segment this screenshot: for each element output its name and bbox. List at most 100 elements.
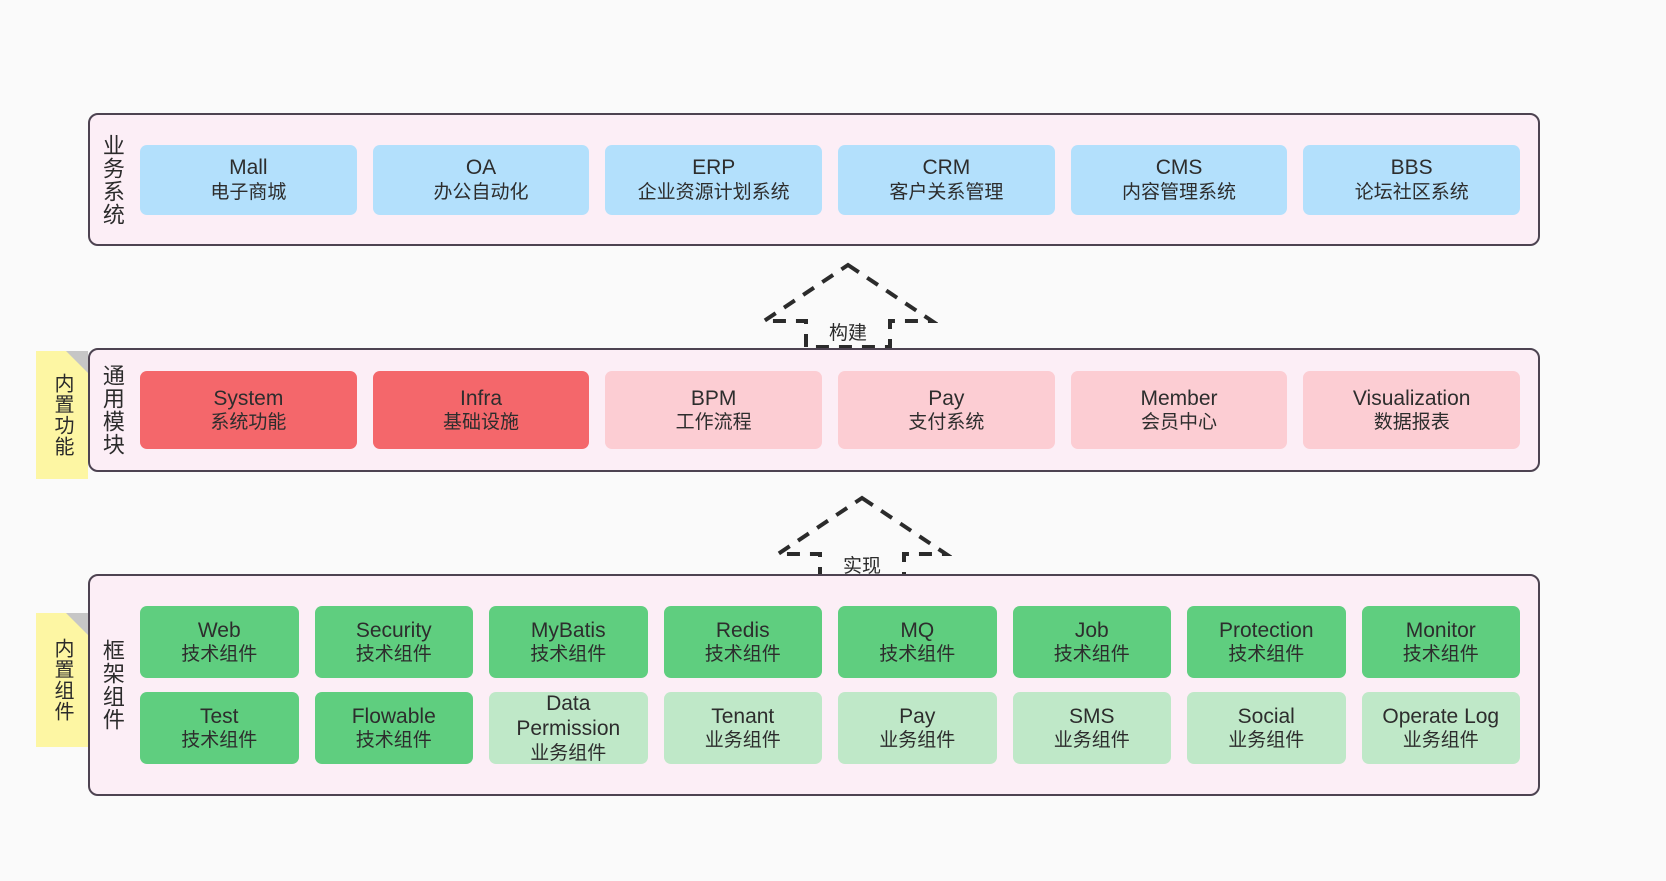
node-title: MQ bbox=[900, 618, 935, 642]
row: Web 技术组件 Security 技术组件 MyBatis 技术组件 Redi… bbox=[140, 606, 1520, 678]
node-operate-log[interactable]: Operate Log 业务组件 bbox=[1361, 692, 1520, 764]
layer-label-framework-components: 框架组件 bbox=[99, 639, 125, 731]
node-title: BPM bbox=[690, 386, 737, 410]
node-web[interactable]: Web 技术组件 bbox=[140, 606, 299, 678]
node-subtitle: 技术组件 bbox=[1228, 644, 1305, 666]
node-monitor[interactable]: Monitor 技术组件 bbox=[1361, 606, 1520, 678]
connector-label: 实现 bbox=[842, 556, 881, 577]
node-title: Infra bbox=[459, 386, 503, 410]
node-cms[interactable]: CMS 内容管理系统 bbox=[1070, 144, 1288, 215]
node-title: Test bbox=[199, 704, 239, 728]
node-infra[interactable]: Infra 基础设施 bbox=[372, 371, 590, 449]
node-bbs[interactable]: BBS 论坛社区系统 bbox=[1303, 144, 1521, 215]
node-title: Visualization bbox=[1352, 386, 1471, 410]
sticky-note-builtin-features: 内置功能 bbox=[36, 351, 88, 479]
row: System 系统功能 Infra 基础设施 BPM 工作流程 Pay 支付系统… bbox=[140, 371, 1521, 449]
node-bpm[interactable]: BPM 工作流程 bbox=[605, 371, 823, 449]
layer-business-systems: 业务系统 Mall 电子商城 OA 办公自动化 ERP 企业资源计划系统 CRM… bbox=[88, 113, 1540, 246]
node-subtitle: 业务组件 bbox=[1402, 730, 1479, 752]
node-title: System bbox=[213, 386, 284, 410]
node-oa[interactable]: OA 办公自动化 bbox=[372, 144, 590, 215]
node-subtitle: 业务组件 bbox=[879, 730, 956, 752]
node-data-permission[interactable]: Data Permission 业务组件 bbox=[489, 692, 648, 764]
node-redis[interactable]: Redis 技术组件 bbox=[663, 606, 822, 678]
node-mall[interactable]: Mall 电子商城 bbox=[140, 144, 357, 215]
layer-body-common-modules: System 系统功能 Infra 基础设施 BPM 工作流程 Pay 支付系统… bbox=[134, 350, 1538, 470]
node-title: Flowable bbox=[351, 704, 436, 728]
layer-body-framework-components: Web 技术组件 Security 技术组件 MyBatis 技术组件 Redi… bbox=[134, 576, 1538, 794]
node-mybatis[interactable]: MyBatis 技术组件 bbox=[489, 606, 648, 678]
layer-label-business-systems: 业务系统 bbox=[99, 133, 125, 226]
layer-framework-components: 框架组件 Web 技术组件 Security 技术组件 MyBatis 技术组件… bbox=[88, 574, 1540, 796]
node-subtitle: 工作流程 bbox=[675, 412, 752, 434]
node-title: Redis bbox=[715, 618, 770, 642]
node-title: Data Permission bbox=[516, 691, 621, 741]
node-security[interactable]: Security 技术组件 bbox=[314, 606, 473, 678]
node-title: BBS bbox=[1390, 156, 1433, 180]
layer-body-business-systems: Mall 电子商城 OA 办公自动化 ERP 企业资源计划系统 CRM 客户关系… bbox=[134, 115, 1538, 244]
node-title: Job bbox=[1074, 618, 1109, 642]
node-title: Web bbox=[197, 618, 241, 642]
node-pay-component[interactable]: Pay 业务组件 bbox=[838, 692, 997, 764]
node-visualization[interactable]: Visualization 数据报表 bbox=[1303, 371, 1521, 449]
connector-label: 构建 bbox=[828, 323, 867, 344]
node-subtitle: 技术组件 bbox=[704, 644, 781, 666]
node-title: MyBatis bbox=[530, 618, 606, 642]
node-job[interactable]: Job 技术组件 bbox=[1012, 606, 1171, 678]
node-title: Monitor bbox=[1405, 618, 1476, 642]
node-subtitle: 系统功能 bbox=[210, 412, 287, 434]
node-title: CRM bbox=[922, 156, 971, 180]
node-title: Pay bbox=[899, 704, 936, 728]
node-title: CMS bbox=[1155, 156, 1203, 180]
node-pay[interactable]: Pay 支付系统 bbox=[838, 371, 1055, 449]
sticky-note-builtin-components: 内置组件 bbox=[36, 613, 88, 747]
node-subtitle: 业务组件 bbox=[1053, 730, 1130, 752]
sticky-note-text: 内置组件 bbox=[51, 638, 73, 722]
node-crm[interactable]: CRM 客户关系管理 bbox=[838, 144, 1055, 215]
node-subtitle: 会员中心 bbox=[1141, 412, 1218, 434]
node-title: OA bbox=[465, 156, 497, 180]
node-erp[interactable]: ERP 企业资源计划系统 bbox=[605, 144, 823, 215]
node-sms[interactable]: SMS 业务组件 bbox=[1012, 692, 1171, 764]
node-system[interactable]: System 系统功能 bbox=[140, 371, 357, 449]
row: Test 技术组件 Flowable 技术组件 Data Permission … bbox=[140, 692, 1520, 764]
node-subtitle: 技术组件 bbox=[181, 730, 258, 752]
page-fold-icon bbox=[66, 351, 88, 373]
node-subtitle: 技术组件 bbox=[530, 644, 607, 666]
node-subtitle: 支付系统 bbox=[908, 412, 985, 434]
node-subtitle: 业务组件 bbox=[704, 730, 781, 752]
node-subtitle: 内容管理系统 bbox=[1122, 181, 1237, 203]
node-title: Member bbox=[1140, 386, 1218, 410]
node-subtitle: 电子商城 bbox=[210, 181, 287, 203]
node-subtitle: 技术组件 bbox=[181, 644, 258, 666]
node-tenant[interactable]: Tenant 业务组件 bbox=[663, 692, 822, 764]
node-title: Security bbox=[355, 618, 432, 642]
node-subtitle: 论坛社区系统 bbox=[1354, 181, 1469, 203]
node-member[interactable]: Member 会员中心 bbox=[1070, 371, 1288, 449]
layer-label-common-modules: 通用模块 bbox=[99, 364, 125, 456]
node-title: Mall bbox=[229, 156, 268, 180]
node-subtitle: 业务组件 bbox=[1228, 730, 1305, 752]
node-mq[interactable]: MQ 技术组件 bbox=[838, 606, 997, 678]
row: Mall 电子商城 OA 办公自动化 ERP 企业资源计划系统 CRM 客户关系… bbox=[140, 144, 1521, 215]
node-title: Social bbox=[1237, 704, 1295, 728]
node-subtitle: 技术组件 bbox=[355, 644, 432, 666]
node-flowable[interactable]: Flowable 技术组件 bbox=[314, 692, 473, 764]
node-subtitle: 技术组件 bbox=[1402, 644, 1479, 666]
node-subtitle: 业务组件 bbox=[530, 743, 607, 765]
page-fold-icon bbox=[66, 613, 88, 635]
up-arrow-icon bbox=[758, 262, 938, 349]
node-title: Tenant bbox=[711, 704, 775, 728]
layer-common-modules: 通用模块 System 系统功能 Infra 基础设施 BPM 工作流程 Pay… bbox=[88, 348, 1540, 472]
node-test[interactable]: Test 技术组件 bbox=[140, 692, 299, 764]
node-protection[interactable]: Protection 技术组件 bbox=[1187, 606, 1346, 678]
node-subtitle: 技术组件 bbox=[879, 644, 956, 666]
node-subtitle: 技术组件 bbox=[1053, 644, 1130, 666]
connector-implement: 实现 bbox=[772, 492, 952, 584]
node-social[interactable]: Social 业务组件 bbox=[1187, 692, 1346, 764]
connector-build: 构建 bbox=[758, 259, 938, 351]
node-subtitle: 办公自动化 bbox=[433, 181, 529, 203]
node-title: SMS bbox=[1068, 704, 1115, 728]
sticky-note-text: 内置功能 bbox=[51, 373, 73, 457]
